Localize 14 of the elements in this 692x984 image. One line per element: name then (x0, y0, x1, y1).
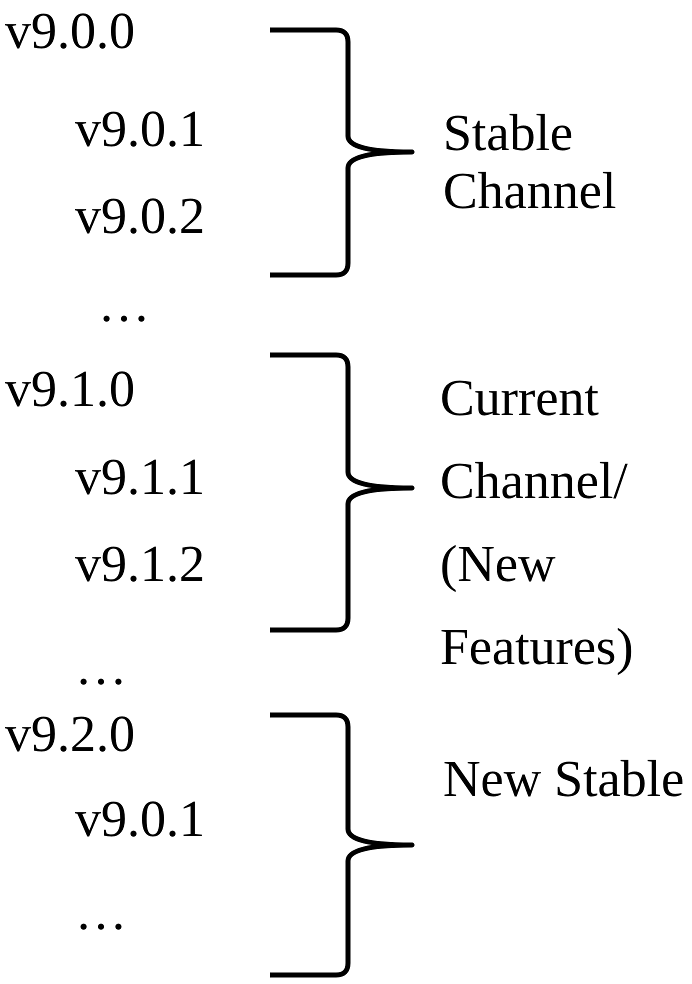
channel-label: Current Channel/ (New Features) (440, 369, 634, 678)
version-number: v9.1.1 (75, 450, 205, 506)
version-number: v9.0.0 (5, 4, 135, 60)
channel-label: Stable Channel (443, 105, 618, 221)
version-number: v9.2.0 (5, 707, 135, 763)
channel-label: New Stable (443, 750, 684, 810)
version-number: v9.0.1 (75, 102, 205, 158)
ellipsis: … (75, 885, 127, 941)
version-number: v9.0.2 (75, 189, 205, 245)
version-number: v9.1.0 (5, 362, 135, 418)
version-number: v9.1.2 (75, 537, 205, 593)
ellipsis: … (98, 277, 150, 333)
version-number: v9.0.1 (75, 792, 205, 848)
ellipsis: … (75, 640, 127, 696)
